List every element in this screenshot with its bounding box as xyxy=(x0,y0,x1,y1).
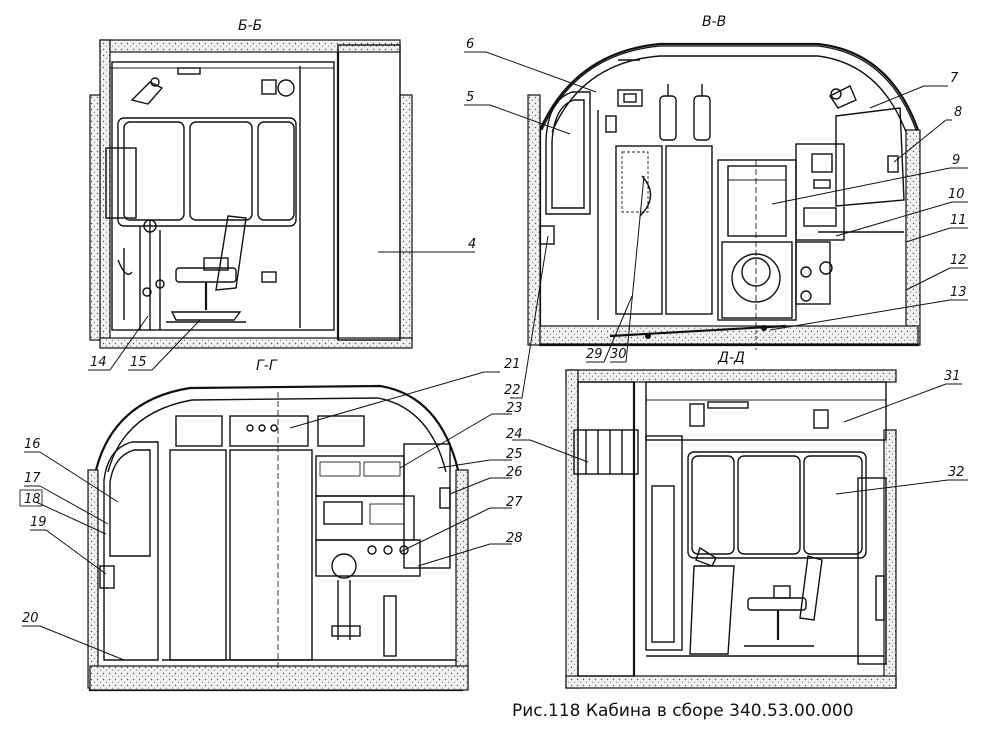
section-vv-label: В-В xyxy=(702,14,726,30)
vv-lamp xyxy=(828,85,857,109)
bb-lamp-left xyxy=(130,77,164,105)
gg-top-panels xyxy=(175,415,365,447)
vv-extinguishers xyxy=(659,84,711,141)
figure-caption: Рис.118 Кабина в сборе 340.53.00.000 xyxy=(512,701,854,721)
view-vv: В-В xyxy=(527,14,921,350)
bb-driver-seat xyxy=(166,215,247,323)
callout-6: 6 xyxy=(466,37,474,52)
callout-25: 25 xyxy=(506,447,523,462)
callout-4: 4 xyxy=(468,237,476,252)
callout-15: 15 xyxy=(130,355,147,370)
callout-8: 8 xyxy=(954,105,962,120)
callout-27: 27 xyxy=(506,495,523,510)
callout-23: 23 xyxy=(506,401,523,416)
callout-30: 30 xyxy=(610,347,627,362)
callout-7: 7 xyxy=(950,71,959,86)
bb-lamp-right xyxy=(261,79,295,97)
callout-14: 14 xyxy=(90,355,107,370)
callout-5: 5 xyxy=(466,90,474,105)
leader-lines xyxy=(22,51,968,661)
callout-numbers: 4 5 6 7 8 9 10 11 12 13 14 15 16 17 18 1… xyxy=(19,37,967,626)
callout-17: 17 xyxy=(24,471,41,486)
view-bb: Б-Б xyxy=(89,18,413,349)
vv-cabinet xyxy=(717,159,797,330)
callout-21: 21 xyxy=(504,357,521,372)
callout-22: 22 xyxy=(504,383,521,398)
callout-32: 32 xyxy=(948,465,965,480)
bb-pipes xyxy=(117,219,165,330)
callout-20: 20 xyxy=(22,611,39,626)
callout-12: 12 xyxy=(950,253,967,268)
callout-19: 19 xyxy=(30,515,47,530)
dd-windows xyxy=(687,451,867,559)
gg-left-door xyxy=(99,441,159,661)
dd-console xyxy=(689,546,735,655)
callout-10: 10 xyxy=(948,187,965,202)
section-bb-label: Б-Б xyxy=(238,18,262,34)
callout-26: 26 xyxy=(506,465,523,480)
callout-11: 11 xyxy=(950,213,967,228)
section-gg-label: Г-Г xyxy=(256,358,278,374)
section-dd-label: Д-Д xyxy=(717,350,745,366)
dd-duct-bank xyxy=(573,429,639,475)
callout-18: 18 xyxy=(24,492,41,507)
vv-right-panel xyxy=(795,143,845,305)
callout-31: 31 xyxy=(944,369,961,384)
callout-28: 28 xyxy=(506,531,523,546)
dd-seat xyxy=(744,555,823,647)
callout-24: 24 xyxy=(506,427,523,442)
callout-13: 13 xyxy=(950,285,967,300)
view-gg: Г-Г xyxy=(87,358,469,692)
view-dd: Д-Д xyxy=(565,350,897,689)
callout-9: 9 xyxy=(952,153,960,168)
vv-left-door xyxy=(539,91,591,245)
callout-29: 29 xyxy=(586,347,603,362)
callout-16: 16 xyxy=(24,437,41,452)
